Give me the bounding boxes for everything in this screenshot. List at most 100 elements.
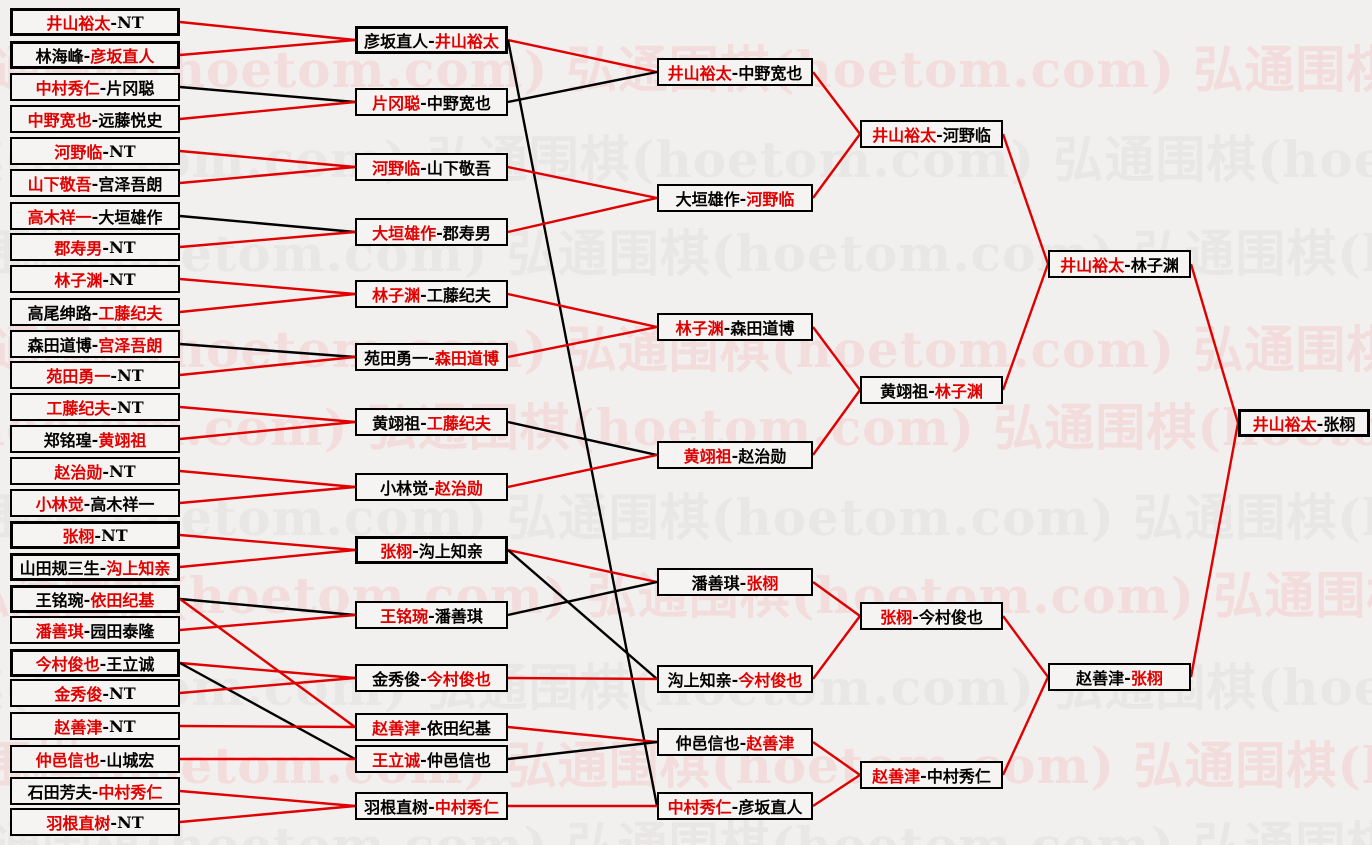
round2-match[interactable]: 金秀俊-今村俊也 [355,664,508,692]
round1-match[interactable]: 石田芳夫-中村秀仁 [10,777,180,805]
player-name: 河野临 [54,143,103,162]
round1-match[interactable]: 张栩-NT [10,521,180,549]
connector-line [507,70,658,104]
round2-match[interactable]: 王铭琬-潘善琪 [355,601,508,629]
vs-dash: - [102,461,110,481]
player-name: 张栩 [1323,415,1356,434]
round2-match[interactable]: 彦坂直人-井山裕太 [355,26,508,54]
connector-line [179,548,356,569]
round3-match[interactable]: 沟上知亲-今村俊也 [657,665,813,693]
round1-match[interactable]: 羽根直树-NT [10,808,180,836]
round1-match[interactable]: 井山裕太-NT [10,8,180,36]
round1-match[interactable]: 金秀俊-NT [10,679,180,707]
round1-match[interactable]: 郡寿男-NT [10,233,180,261]
connector-line [179,597,356,617]
round4-match[interactable]: 井山裕太-河野临 [860,120,1003,148]
round2-match[interactable]: 片冈聪-中野宽也 [355,88,508,116]
round1-match[interactable]: 山田规三生-沟上知亲 [10,553,180,581]
semifinal-match[interactable]: 井山裕太-林子渊 [1048,250,1191,278]
round2-match[interactable]: 王立诚-仲邑信也 [355,745,508,773]
round1-match[interactable]: 今村俊也-王立诚 [10,649,180,677]
player-name: 河野临 [746,190,795,209]
round3-match[interactable]: 潘善琪-张栩 [657,568,813,596]
player-name: 王立诚 [372,751,421,770]
player-name: 黄翊祖 [880,382,929,401]
vs-dash: - [91,206,99,226]
connector-line [507,453,658,489]
connector-line [179,165,356,185]
round1-match[interactable]: 赵治勋-NT [10,457,180,485]
player-name: 仲邑信也 [35,751,100,770]
round2-match[interactable]: 河野临-山下敬吾 [355,153,508,181]
final-match[interactable]: 井山裕太-张栩 [1238,409,1370,437]
round2-match[interactable]: 大垣雄作-郡寿男 [355,218,508,246]
round1-match[interactable]: 高尾绅路-工藤纪夫 [10,298,180,326]
player-name: 金秀俊 [54,685,103,704]
round1-match[interactable]: 山下敬吾-宫泽吾朗 [10,169,180,197]
round1-match[interactable]: 河野临-NT [10,137,180,165]
connector-line [179,676,356,695]
round1-match[interactable]: 郑铭瑝-黄翊祖 [10,425,180,453]
player-name: 羽根直树 [364,798,429,817]
connector-line [179,342,356,359]
round1-match[interactable]: 工藤纪夫-NT [10,393,180,421]
connector-line [1001,676,1050,776]
player-name: NT [117,12,144,32]
round1-match[interactable]: 中村秀仁-片冈聪 [10,73,180,101]
vs-dash: - [110,397,118,417]
round4-match[interactable]: 黄翊祖-林子渊 [860,376,1003,404]
semifinal-match[interactable]: 赵善津-张栩 [1048,663,1191,691]
round3-match[interactable]: 井山裕太-中野宽也 [657,58,813,86]
vs-dash: - [99,653,107,673]
vs-dash: - [731,669,739,689]
round3-match[interactable]: 仲邑信也-赵善津 [657,728,813,756]
round2-match[interactable]: 林子渊-工藤纪夫 [355,280,508,308]
round3-match[interactable]: 黄翊祖-赵治勋 [657,441,813,469]
player-name: 森田道博 [730,319,795,338]
round2-match[interactable]: 羽根直树-中村秀仁 [355,792,508,820]
round4-match[interactable]: 赵善津-中村秀仁 [860,761,1003,789]
round3-match[interactable]: 大垣雄作-河野临 [657,184,813,212]
round1-match[interactable]: 苑田勇一-NT [10,361,180,389]
vs-dash: - [91,302,99,322]
round2-match[interactable]: 张栩-沟上知亲 [355,536,508,564]
player-name: 森田道博 [434,349,499,368]
round2-match[interactable]: 赵善津-依田纪基 [355,713,508,741]
player-name: 彦坂直人 [738,798,803,817]
player-name: 宫泽吾朗 [98,175,163,194]
round1-match[interactable]: 小林觉-高木祥一 [10,489,180,517]
round1-match[interactable]: 中野宽也-远藤悦史 [10,105,180,133]
player-name: 郑铭瑝 [43,431,92,450]
vs-dash: - [436,222,443,242]
round1-match[interactable]: 赵善津-NT [10,712,180,740]
connector-line [179,230,356,249]
connector-line [179,485,356,505]
player-name: 河野临 [942,126,991,145]
connector-line [1001,133,1050,265]
connector-line [507,725,658,744]
vs-dash: - [83,493,91,513]
round1-match[interactable]: 林子渊-NT [10,265,180,293]
player-name: 羽根直树 [46,814,111,833]
round3-match[interactable]: 中村秀仁-彦坂直人 [657,792,813,820]
connector-line [179,292,356,314]
round1-match[interactable]: 高木祥一-大垣雄作 [10,202,180,230]
round1-match[interactable]: 王铭琬-依田纪基 [10,585,180,613]
vs-dash: - [83,620,91,640]
round2-match[interactable]: 小林觉-赵治勋 [355,473,508,501]
round1-match[interactable]: 潘善琪-园田泰隆 [10,616,180,644]
round3-match[interactable]: 林子渊-森田道博 [657,313,813,341]
round2-match[interactable]: 黄翊祖-工藤纪夫 [355,408,508,436]
round1-match[interactable]: 仲邑信也-山城宏 [10,745,180,773]
round1-match[interactable]: 林海峰-彦坂直人 [10,41,180,69]
connector-line [179,405,356,424]
connector-line [812,326,861,391]
round1-match[interactable]: 森田道博-宫泽吾朗 [10,330,180,358]
player-name: 中野宽也 [27,111,92,130]
player-name: 森田道博 [27,336,92,355]
player-name: 井山裕太 [1060,256,1125,275]
round2-match[interactable]: 苑田勇一-森田道博 [355,343,508,371]
round4-match[interactable]: 张栩-今村俊也 [860,602,1003,630]
player-name: 中村秀仁 [98,783,163,802]
